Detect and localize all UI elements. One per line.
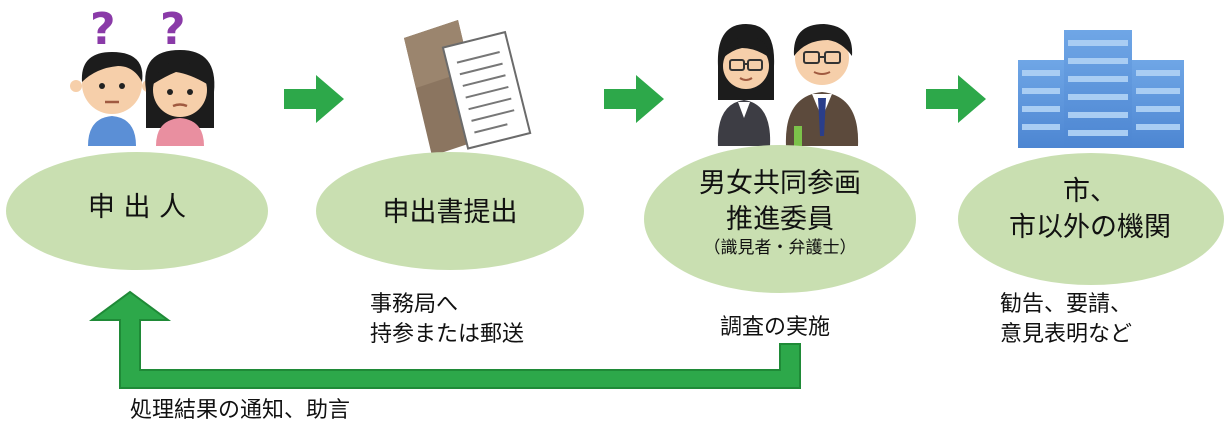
man-member-icon	[785, 24, 859, 146]
committee-ellipse	[644, 145, 916, 293]
applicant-label: 申 出 人	[67, 190, 207, 226]
feedback-label: 処理結果の通知、助言	[130, 396, 350, 426]
applicant-text: 申 出 人	[87, 192, 187, 223]
submission-note-line2: 持参または郵送	[370, 321, 525, 347]
feedback-text: 処理結果の通知、助言	[130, 398, 351, 423]
agency-ellipse	[958, 153, 1224, 285]
flow-arrow-2	[604, 75, 664, 123]
committee-note-text: 調査の実施	[720, 315, 831, 340]
committee-label: 男女共同参画 推進委員 （識見者・弁護士）	[670, 166, 890, 259]
question-mark-icon: ?	[160, 4, 186, 55]
submission-text: 申出書提出	[382, 197, 518, 228]
submission-ellipse	[316, 152, 584, 270]
submission-note-line1: 事務局へ	[370, 292, 459, 317]
committee-line2: 推進委員	[726, 203, 834, 235]
applicant-ellipse	[6, 152, 268, 270]
girl-icon	[145, 50, 215, 146]
agency-label: 市、 市以外の機関	[990, 174, 1190, 245]
applicant-pair-icon: ? ?	[70, 4, 215, 146]
agency-line1: 市、	[1063, 176, 1117, 207]
agency-line2: 市以外の機関	[1009, 211, 1171, 243]
boy-icon	[70, 52, 154, 146]
committee-sub: （識見者・弁護士）	[703, 238, 857, 259]
flow-arrow-3	[926, 75, 986, 123]
committee-note: 調査の実施	[720, 313, 830, 343]
woman-member-icon	[717, 24, 775, 146]
submission-label: 申出書提出	[355, 195, 545, 231]
submission-note: 事務局へ 持参または郵送	[370, 290, 524, 349]
agency-note-line1: 勧告、要請、	[1000, 292, 1133, 317]
flow-arrow-1	[284, 75, 344, 123]
committee-members-icon	[717, 24, 859, 146]
question-mark-icon: ?	[90, 4, 116, 55]
committee-line1: 男女共同参画	[699, 168, 861, 199]
envelope-document-icon	[404, 20, 532, 156]
agency-note-line2: 意見表明など	[1000, 321, 1133, 347]
feedback-arrow	[88, 290, 801, 389]
office-building-icon	[1018, 30, 1184, 148]
agency-note: 勧告、要請、 意見表明など	[1000, 290, 1132, 349]
